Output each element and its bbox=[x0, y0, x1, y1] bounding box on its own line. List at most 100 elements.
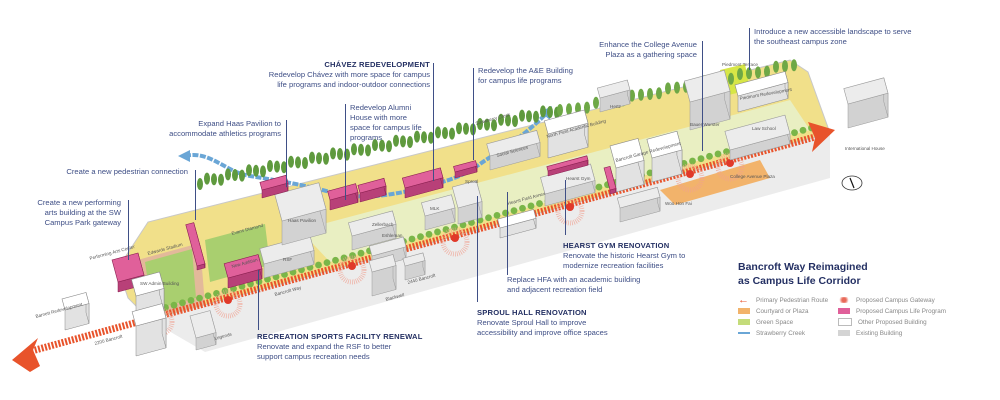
leader-rsf bbox=[258, 270, 259, 330]
tree bbox=[332, 256, 339, 264]
tree bbox=[295, 156, 301, 169]
annotation-alumni: Redevelop Alumni House with more space f… bbox=[350, 103, 422, 143]
tree bbox=[665, 82, 671, 95]
tree bbox=[414, 130, 420, 143]
tree bbox=[723, 148, 730, 155]
tree bbox=[799, 126, 807, 134]
label-blackwell: Blackwell bbox=[385, 292, 405, 302]
mlk-roof bbox=[421, 194, 456, 217]
bancroft-garage-program-roof bbox=[603, 166, 617, 191]
tree bbox=[477, 118, 483, 130]
tree bbox=[512, 115, 518, 127]
tree bbox=[211, 173, 217, 186]
tree bbox=[417, 233, 424, 241]
swatch-icon bbox=[838, 318, 852, 326]
tree bbox=[246, 164, 252, 177]
annotation-pedestrian: Create a new pedestrian connection bbox=[66, 167, 188, 177]
gateway-marker bbox=[224, 296, 232, 304]
tree bbox=[656, 87, 662, 100]
woo-hon-fai-roof bbox=[616, 186, 661, 209]
label-mlk: MLK bbox=[430, 206, 440, 211]
chavez-line1: Redevelop Chávez with more space for cam… bbox=[268, 70, 430, 79]
creek-arrowtail bbox=[178, 150, 190, 162]
b2440-roof bbox=[402, 252, 426, 267]
tree bbox=[697, 155, 705, 163]
gateway-marker bbox=[726, 159, 734, 167]
arts-research-roof bbox=[646, 130, 683, 159]
tree bbox=[179, 299, 186, 307]
annotation-haas: Expand Haas Pavilion to accommodate athl… bbox=[169, 119, 281, 139]
label-hertz: Hertz bbox=[610, 104, 622, 109]
tree bbox=[315, 261, 322, 269]
landscape-line1: Introduce a new accessible landscape to … bbox=[754, 27, 912, 36]
tree bbox=[386, 140, 392, 153]
creek-line-icon bbox=[738, 332, 750, 334]
label-piedmont-terrace: Piedmont Terrace bbox=[722, 62, 758, 67]
annotation-rsf: RECREATION SPORTS FACILITY RENEWAL Renov… bbox=[257, 332, 423, 362]
legend-item: Strawberry Creek bbox=[738, 329, 838, 337]
sproul-line2: accessibility and improve office spaces bbox=[477, 328, 608, 337]
tree bbox=[408, 235, 416, 243]
tree bbox=[456, 122, 462, 135]
pedestrian-line1: Create a new pedestrian connection bbox=[66, 167, 188, 176]
tree bbox=[187, 297, 195, 304]
haas-pavilion-roof bbox=[274, 182, 327, 222]
swatch-icon bbox=[738, 308, 750, 314]
annotation-college-ave: Enhance the College Avenue Plaza as a ga… bbox=[599, 40, 697, 60]
tree bbox=[764, 65, 770, 78]
tree bbox=[323, 152, 329, 165]
legend-label: Courtyard or Plaza bbox=[756, 307, 809, 315]
tree bbox=[442, 226, 450, 233]
tree bbox=[260, 165, 266, 178]
chavez-title: CHÁVEZ REDEVELOPMENT bbox=[324, 60, 430, 69]
sproul-roof bbox=[451, 180, 483, 209]
tree bbox=[365, 144, 371, 157]
tree bbox=[400, 135, 406, 148]
legend-item: Existing Building bbox=[838, 329, 978, 337]
tree bbox=[647, 88, 653, 100]
north-field-academic-roof bbox=[544, 109, 589, 135]
alumni-house-2-roof bbox=[357, 177, 387, 194]
tree bbox=[393, 134, 399, 147]
label-law-school: Law School bbox=[752, 126, 776, 131]
swatch-icon bbox=[838, 330, 850, 336]
tree bbox=[434, 228, 441, 236]
label-haas: Haas Pavilion bbox=[288, 218, 317, 223]
tree bbox=[714, 150, 722, 158]
legend: Bancroft Way Reimagined as Campus Life C… bbox=[738, 260, 998, 337]
tree bbox=[421, 131, 427, 144]
legend-label: Primary Pedestrian Route bbox=[756, 296, 829, 304]
label-new-addition: New Addition bbox=[231, 257, 259, 269]
gateway-rays bbox=[213, 289, 243, 319]
road-side-face bbox=[150, 133, 830, 352]
legend-label: Existing Building bbox=[856, 329, 903, 337]
leader-hearst bbox=[565, 180, 566, 235]
ae-building-roof bbox=[453, 160, 478, 173]
tree bbox=[196, 294, 203, 302]
label-college-plaza: College Avenue Plaza bbox=[730, 174, 775, 179]
tree bbox=[791, 59, 797, 72]
tree bbox=[484, 118, 490, 131]
tree bbox=[309, 151, 315, 164]
leader-ae bbox=[473, 68, 474, 160]
legend-item: Proposed Campus Gateway bbox=[838, 296, 978, 304]
annotation-ae: Redevelop the A&E Building for campus li… bbox=[478, 66, 573, 86]
tree bbox=[646, 169, 654, 177]
sw-admin-building-roof bbox=[131, 271, 165, 297]
tree bbox=[773, 60, 779, 73]
legend-item: Other Proposed Building bbox=[838, 318, 978, 326]
annotation-landscape: Introduce a new accessible landscape to … bbox=[754, 27, 911, 47]
tree bbox=[358, 143, 364, 156]
swatch-icon bbox=[738, 319, 750, 325]
tree bbox=[435, 126, 441, 139]
hearst-line2: modernize recreation facilities bbox=[563, 261, 664, 270]
tree bbox=[491, 119, 497, 132]
rsf-title: RECREATION SPORTS FACILITY RENEWAL bbox=[257, 332, 423, 341]
tree bbox=[218, 173, 224, 186]
tree bbox=[791, 129, 798, 137]
rsf-line2: support campus recreation needs bbox=[257, 352, 370, 361]
tree bbox=[239, 169, 245, 182]
leader-alumni bbox=[345, 104, 346, 200]
legend-label: Green Space bbox=[756, 318, 794, 326]
haas-line1: Expand Haas Pavilion to bbox=[198, 119, 281, 128]
